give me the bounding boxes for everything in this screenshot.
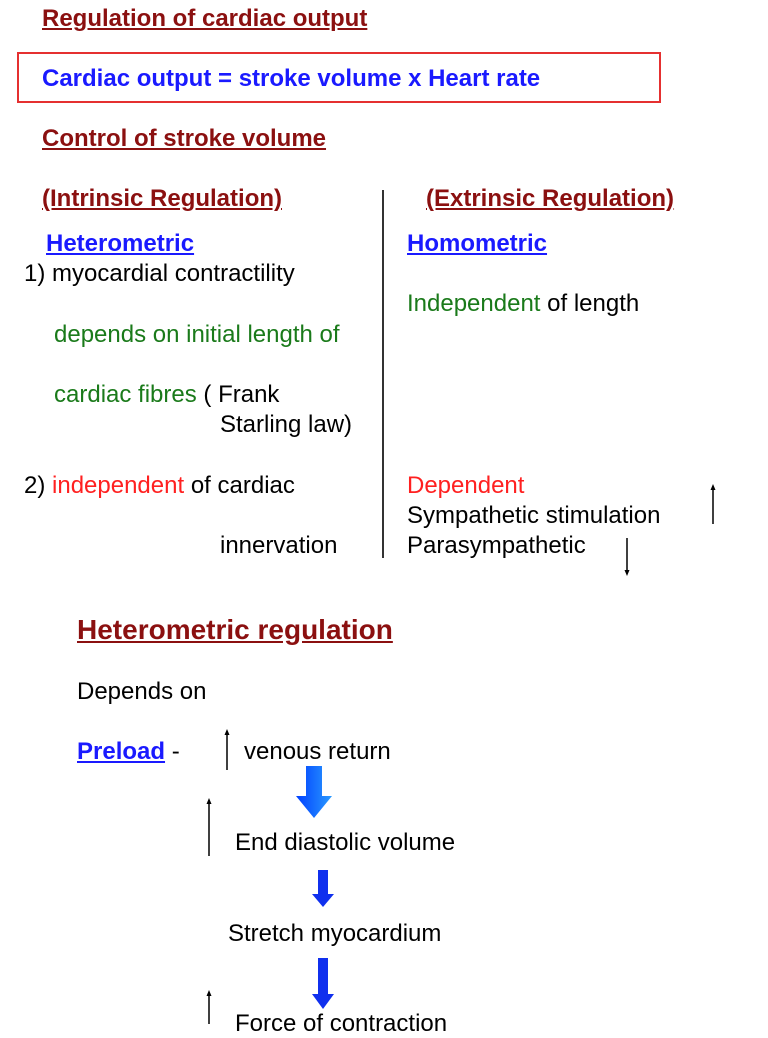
hetero-heading: Heterometric regulation <box>77 614 393 645</box>
dependent-text: Dependent <box>407 472 525 499</box>
up-arrow-icon <box>710 484 716 524</box>
control-heading: Control of stroke volume <box>42 125 327 152</box>
edv-text: End diastolic volume <box>235 829 456 856</box>
item2-cont: innervation <box>220 532 338 559</box>
formula-text: Cardiac output = stroke volume x Heart r… <box>42 65 541 92</box>
item1-line3: cardiac fibres ( Frank <box>54 381 279 409</box>
intrinsic-heading: (Intrinsic Regulation) <box>42 185 282 212</box>
up-arrow-icon <box>224 729 230 770</box>
item1-rest-a: ( Frank <box>196 381 280 408</box>
item1-text: 1) myocardial contractility <box>24 260 295 287</box>
item2-num: 2) <box>24 472 53 499</box>
homometric-subheading: Homometric <box>407 230 548 257</box>
item1-green-b: cardiac fibres <box>54 381 197 408</box>
extrinsic-line1: Independent of length <box>407 290 639 318</box>
page-title: Regulation of cardiac output <box>42 5 368 32</box>
up-arrow-icon <box>206 990 212 1024</box>
item2-rest: of cardiac <box>184 472 295 499</box>
item2-line: 2) independent of cardiac <box>24 472 295 500</box>
down-arrow-icon <box>624 538 630 576</box>
preload-link[interactable]: Preload <box>77 738 166 765</box>
up-arrow-icon <box>206 798 212 856</box>
preload-dash: - <box>165 738 180 765</box>
preload-line: Preload - <box>77 738 180 766</box>
extrinsic-line1-rest: of length <box>540 290 640 317</box>
sympathetic-text: Sympathetic stimulation <box>407 502 661 529</box>
depends-on-text: Depends on <box>77 678 207 705</box>
down-flow-arrow-icon <box>312 870 334 907</box>
item2-red: independent <box>52 472 185 499</box>
force-text: Force of contraction <box>235 1010 448 1037</box>
down-flow-arrow-icon <box>296 766 332 818</box>
item1-green-a: depends on initial length of <box>54 321 340 348</box>
heterometric-subheading: Heterometric <box>46 230 195 257</box>
down-flow-arrow-icon <box>312 958 334 1009</box>
extrinsic-heading: (Extrinsic Regulation) <box>426 185 675 212</box>
venous-return-text: venous return <box>244 738 391 765</box>
column-divider <box>382 190 384 558</box>
stretch-text: Stretch myocardium <box>228 920 442 947</box>
formula-box <box>17 52 661 103</box>
independent-green: Independent <box>407 290 541 317</box>
parasympathetic-text: Parasympathetic <box>407 532 586 559</box>
item1-rest-b: Starling law) <box>220 411 353 438</box>
